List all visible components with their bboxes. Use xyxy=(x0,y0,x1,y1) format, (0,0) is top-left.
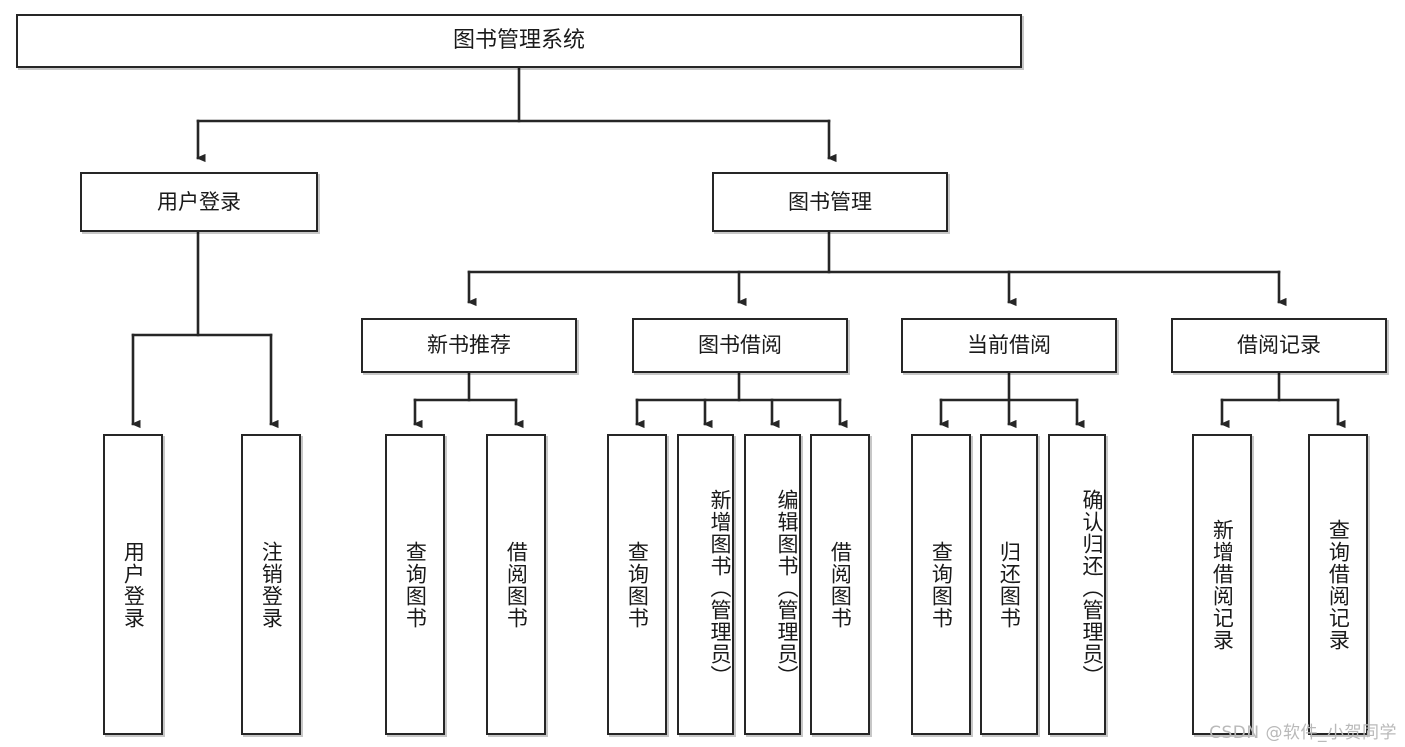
leaf-label: 用户登录 xyxy=(121,540,146,629)
leaf-new-book-query[interactable]: 查询图书 xyxy=(385,434,445,735)
leaf-label: 注销登录 xyxy=(259,540,284,629)
node-borrow-record-label: 借阅记录 xyxy=(1237,333,1321,358)
leaf-book-borrow-add[interactable]: 新增图书（管理员） xyxy=(677,434,734,735)
leaf-label: 借阅图书 xyxy=(504,540,529,629)
node-user-login-label: 用户登录 xyxy=(157,189,241,214)
node-user-login[interactable]: 用户登录 xyxy=(80,172,318,232)
leaf-label: 查询借阅记录 xyxy=(1326,518,1351,651)
leaf-user-login-login[interactable]: 用户登录 xyxy=(103,434,163,735)
leaf-book-borrow-edit[interactable]: 编辑图书（管理员） xyxy=(744,434,801,735)
leaf-current-borrow-query[interactable]: 查询图书 xyxy=(911,434,971,735)
leaf-label: 确认归还（管理员） xyxy=(1080,488,1104,687)
leaf-new-book-borrow[interactable]: 借阅图书 xyxy=(486,434,546,735)
leaf-label: 查询图书 xyxy=(929,540,954,629)
leaf-borrow-record-add[interactable]: 新增借阅记录 xyxy=(1192,434,1252,735)
leaf-book-borrow-query[interactable]: 查询图书 xyxy=(607,434,667,735)
leaf-current-borrow-confirm[interactable]: 确认归还（管理员） xyxy=(1048,434,1106,735)
leaf-label: 新增图书（管理员） xyxy=(708,488,732,687)
leaf-user-login-logout[interactable]: 注销登录 xyxy=(241,434,301,735)
node-root-system[interactable]: 图书管理系统 xyxy=(16,14,1022,68)
node-new-book-recommend-label: 新书推荐 xyxy=(427,333,511,358)
leaf-label: 编辑图书（管理员） xyxy=(775,488,799,687)
node-new-book-recommend[interactable]: 新书推荐 xyxy=(361,318,577,373)
leaf-label: 归还图书 xyxy=(997,540,1022,629)
leaf-label: 借阅图书 xyxy=(828,540,853,629)
node-book-borrow-label: 图书借阅 xyxy=(698,333,782,358)
leaf-book-borrow-borrow[interactable]: 借阅图书 xyxy=(810,434,870,735)
leaf-label: 查询图书 xyxy=(403,540,428,629)
node-borrow-record[interactable]: 借阅记录 xyxy=(1171,318,1387,373)
node-book-management-label: 图书管理 xyxy=(788,189,872,214)
node-book-borrow[interactable]: 图书借阅 xyxy=(632,318,848,373)
leaf-label: 新增借阅记录 xyxy=(1210,518,1235,651)
csdn-watermark: CSDN @软件_小贺同学 xyxy=(1209,723,1397,743)
leaf-current-borrow-return[interactable]: 归还图书 xyxy=(980,434,1038,735)
node-book-management[interactable]: 图书管理 xyxy=(712,172,948,232)
node-current-borrow-label: 当前借阅 xyxy=(967,333,1051,358)
node-root-label: 图书管理系统 xyxy=(452,28,585,54)
leaf-label: 查询图书 xyxy=(625,540,650,629)
node-current-borrow[interactable]: 当前借阅 xyxy=(901,318,1117,373)
leaf-borrow-record-query[interactable]: 查询借阅记录 xyxy=(1308,434,1368,735)
